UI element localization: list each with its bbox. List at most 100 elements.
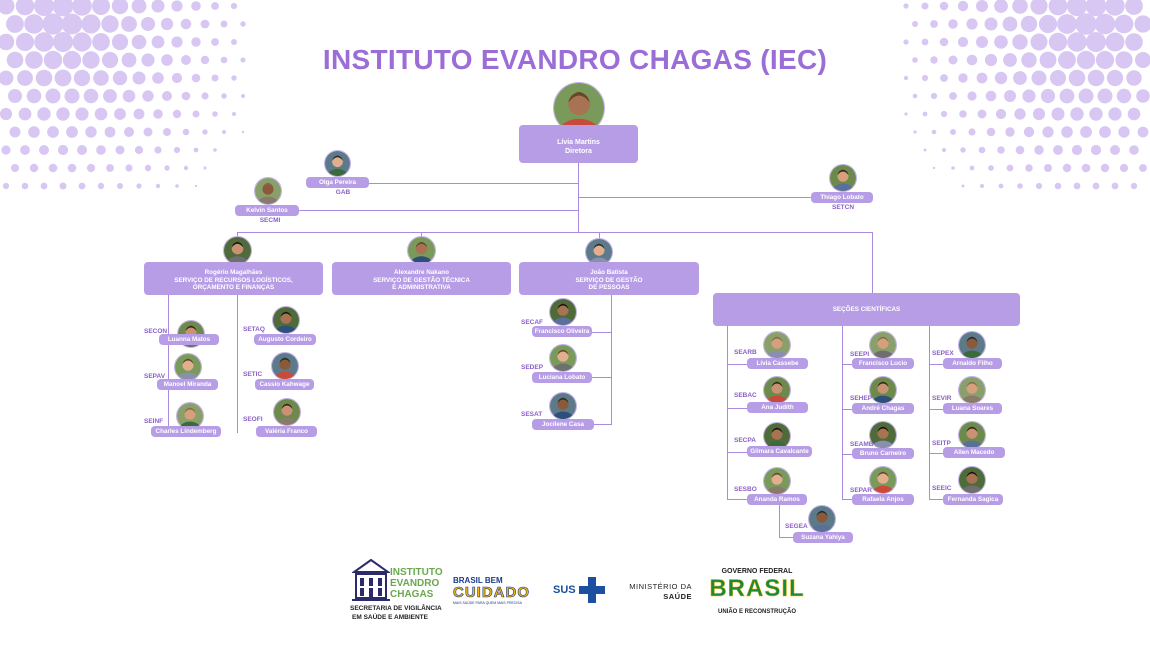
decor-dot xyxy=(978,146,986,154)
decor-dot xyxy=(1125,33,1143,51)
decor-dot xyxy=(161,54,173,66)
decor-dot xyxy=(1048,0,1068,16)
decor-dot xyxy=(35,69,53,87)
decor-dot xyxy=(1094,13,1116,35)
decor-dot xyxy=(15,0,35,16)
decor-dot xyxy=(144,164,152,172)
decor-dot xyxy=(57,144,69,156)
decor-dot xyxy=(957,0,969,12)
secaf-name-box: Francisco Oliveira xyxy=(532,326,592,337)
decor-dot xyxy=(175,184,179,188)
decor-dot xyxy=(222,130,226,134)
decor-dot xyxy=(1013,71,1027,85)
sevir-name: Luana Soares xyxy=(951,404,994,412)
decor-dot xyxy=(9,126,21,138)
decor-dot xyxy=(173,146,181,154)
gab-photo xyxy=(324,150,351,177)
decor-dot xyxy=(94,107,108,121)
connector xyxy=(929,499,943,500)
decor-dot xyxy=(1076,50,1096,70)
decor-dot xyxy=(1034,145,1044,155)
connector xyxy=(168,295,169,433)
decor-dot xyxy=(958,73,968,83)
seamb-name: Bruno Carneiro xyxy=(859,449,907,457)
searb-code: SEARB xyxy=(734,349,757,356)
decor-dot xyxy=(995,108,1007,120)
decor-dot xyxy=(111,0,129,15)
decor-dot xyxy=(903,75,909,81)
decor-dot xyxy=(192,110,200,118)
decor-dot xyxy=(1092,182,1100,190)
seeic-code: SEEIC xyxy=(932,485,952,492)
decor-dot xyxy=(62,50,82,70)
decor-dot xyxy=(103,89,117,103)
sedep-name-box: Luciana Lobato xyxy=(532,372,592,383)
iec-logo-line1: INSTITUTO xyxy=(390,567,443,578)
decor-dot xyxy=(0,107,13,121)
decor-dot xyxy=(949,92,957,100)
setic-code: SETIC xyxy=(243,371,263,378)
decor-dot xyxy=(200,55,210,65)
decor-dot xyxy=(48,163,58,173)
seeic-name: Fernanda Sagica xyxy=(947,495,999,503)
decor-dot xyxy=(86,163,96,173)
decor-dot xyxy=(1012,34,1028,50)
director-name: Lívia Martins xyxy=(557,139,600,147)
seitp-code: SEITP xyxy=(932,440,951,447)
decor-dot xyxy=(230,2,238,10)
person-photo-icon xyxy=(830,165,856,191)
connector xyxy=(842,326,843,500)
ms-line2: SAÚDE xyxy=(663,592,692,601)
iec-logo: INSTITUTO EVANDRO CHAGAS SECRETARIA DE V… xyxy=(350,558,443,628)
decor-dot xyxy=(1068,69,1086,87)
decor-dot xyxy=(101,51,119,69)
svsa-line1: SECRETARIA DE VIGILÂNCIA xyxy=(350,605,442,612)
service1-title2: ORÇAMENTO E FINANÇAS xyxy=(192,284,275,292)
decor-dot xyxy=(211,2,219,10)
decor-dot xyxy=(202,129,208,135)
sepex-photo xyxy=(958,331,986,359)
decor-dot xyxy=(141,53,155,67)
decor-dot xyxy=(20,145,30,155)
sesbo-photo xyxy=(763,467,791,495)
sevir-code: SEVIR xyxy=(932,395,952,402)
secmi-code: SECMI xyxy=(259,217,281,224)
searb-name: Lívia Cassebe xyxy=(756,359,799,367)
decor-dot xyxy=(78,182,86,190)
ministerio-saude-logo: MINISTÉRIO DA SAÚDE xyxy=(620,582,692,604)
decor-dot xyxy=(172,109,182,119)
decor-dot xyxy=(940,110,948,118)
decor-dot xyxy=(211,38,219,46)
seitp-photo xyxy=(958,421,986,449)
secpa-name: Gilmara Cavalcante xyxy=(750,447,809,455)
seepi-code: SEEPI xyxy=(850,351,870,358)
sepav-photo xyxy=(174,353,202,381)
decor-dot xyxy=(15,32,35,52)
decor-dot xyxy=(203,166,207,170)
decor-dot xyxy=(191,73,201,83)
decor-dot xyxy=(1038,14,1058,34)
sebac-name-box: Ana Judith xyxy=(747,402,808,413)
decor-dot xyxy=(131,34,147,50)
setic-name-box: Cassio Kahwage xyxy=(255,379,314,390)
person-photo-icon xyxy=(764,332,790,358)
decor-dot xyxy=(966,18,978,30)
decor-dot xyxy=(34,32,54,52)
decor-dot xyxy=(1100,163,1110,173)
person-photo-icon xyxy=(764,468,790,494)
decor-dot xyxy=(940,74,948,82)
sesat-photo xyxy=(549,392,577,420)
connector xyxy=(727,499,747,500)
decor-dot xyxy=(67,163,77,173)
sus-cross-icon xyxy=(579,577,605,603)
decor-dot xyxy=(1025,164,1033,172)
decor-dot xyxy=(959,110,967,118)
decor-dot xyxy=(6,15,24,33)
connector xyxy=(842,499,852,500)
decor-dot xyxy=(1127,107,1141,121)
sevir-photo xyxy=(958,376,986,404)
connector xyxy=(578,197,811,198)
decor-dot xyxy=(1090,144,1102,156)
decor-dot xyxy=(994,71,1008,85)
decor-dot xyxy=(17,70,33,86)
